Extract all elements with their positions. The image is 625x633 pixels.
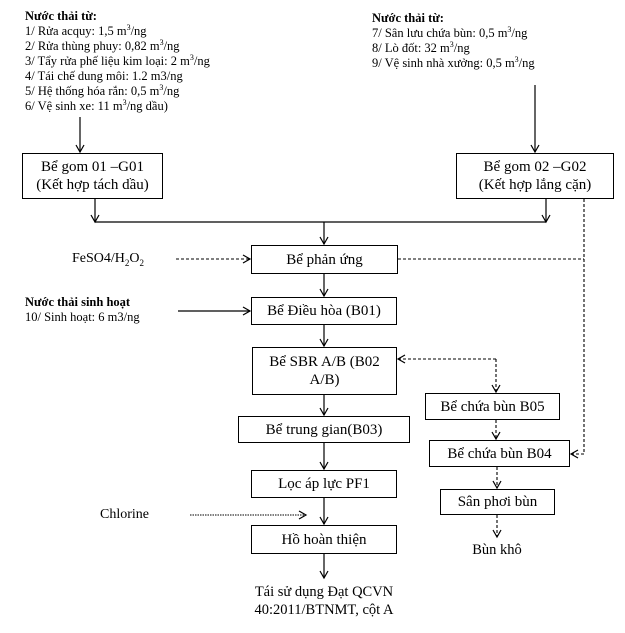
node-label: (Kết hợp lắng cặn): [478, 177, 592, 193]
node-sludge-drying-bed: Sân phơi bùn: [440, 489, 555, 515]
source-item: 7/ Sân lưu chứa bùn: 0,5 m3/ng: [372, 24, 528, 40]
source-domestic: Nước thải sinh hoạt 10/ Sinh hoạt: 6 m3/…: [25, 295, 140, 325]
node-intermediate-tank: Bể trung gian(B03): [238, 416, 410, 443]
source-item: 1/ Rửa acquy: 1,5 m3/ng: [25, 22, 147, 38]
node-label: Bể gom 02 –G02: [483, 159, 587, 175]
source-heading: Nước thải từ:: [25, 9, 97, 23]
output-reuse: Tái sử dụng Đạt QCVN 40:2011/BTNMT, cột …: [224, 583, 424, 619]
node-g01: Bể gom 01 –G01 (Kết hợp tách dầu): [22, 153, 163, 199]
output-dry-sludge: Bùn khô: [472, 542, 522, 558]
source-item: 9/ Vệ sinh nhà xưởng: 0,5 m3/ng: [372, 54, 535, 70]
node-sludge-tank-b04: Bể chứa bùn B04: [429, 440, 570, 467]
node-sludge-tank-b05: Bể chứa bùn B05: [425, 393, 560, 420]
node-reaction-tank: Bể phản ứng: [251, 245, 398, 274]
node-g02: Bể gom 02 –G02 (Kết hợp lắng cặn): [456, 153, 614, 199]
source-heading: Nước thải từ:: [372, 11, 444, 25]
node-pressure-filter: Lọc áp lực PF1: [251, 470, 397, 498]
node-equalization-tank: Bể Điều hòa (B01): [251, 297, 397, 325]
source-item: 10/ Sinh hoạt: 6 m3/ng: [25, 310, 140, 324]
source-list-left: Nước thải từ: 1/ Rửa acquy: 1,5 m3/ng 2/…: [25, 9, 210, 114]
node-label: Bể gom 01 –G01: [41, 159, 144, 175]
source-item: 5/ Hệ thống hóa rắn: 0,5 m3/ng: [25, 82, 180, 98]
node-label: Bể SBR A/B (B02: [269, 354, 380, 370]
output-label: Tái sử dụng Đạt QCVN: [254, 584, 394, 600]
source-item: 2/ Rửa thùng phuy: 0,82 m3/ng: [25, 37, 180, 53]
source-item: 8/ Lò đốt: 32 m3/ng: [372, 39, 470, 55]
source-heading: Nước thải sinh hoạt: [25, 295, 131, 309]
source-item: 3/ Tẩy rửa phế liệu kim loại: 2 m3/ng: [25, 52, 210, 68]
source-item: 6/ Vệ sinh xe: 11 m3/ng dầu): [25, 97, 168, 113]
node-label: (Kết hợp tách dầu): [36, 177, 149, 193]
output-label: 40:2011/BTNMT, cột A: [254, 602, 394, 618]
source-item: 4/ Tái chế dung môi: 1.2 m3/ng: [25, 69, 183, 83]
chemical-chlorine: Chlorine: [100, 507, 149, 522]
source-list-right: Nước thải từ: 7/ Sân lưu chứa bùn: 0,5 m…: [372, 11, 535, 71]
node-finishing-pond: Hồ hoàn thiện: [251, 525, 397, 554]
node-label: A/B): [309, 372, 340, 388]
chemical-feso4-h2o2: FeSO4/H2O2: [72, 251, 145, 268]
